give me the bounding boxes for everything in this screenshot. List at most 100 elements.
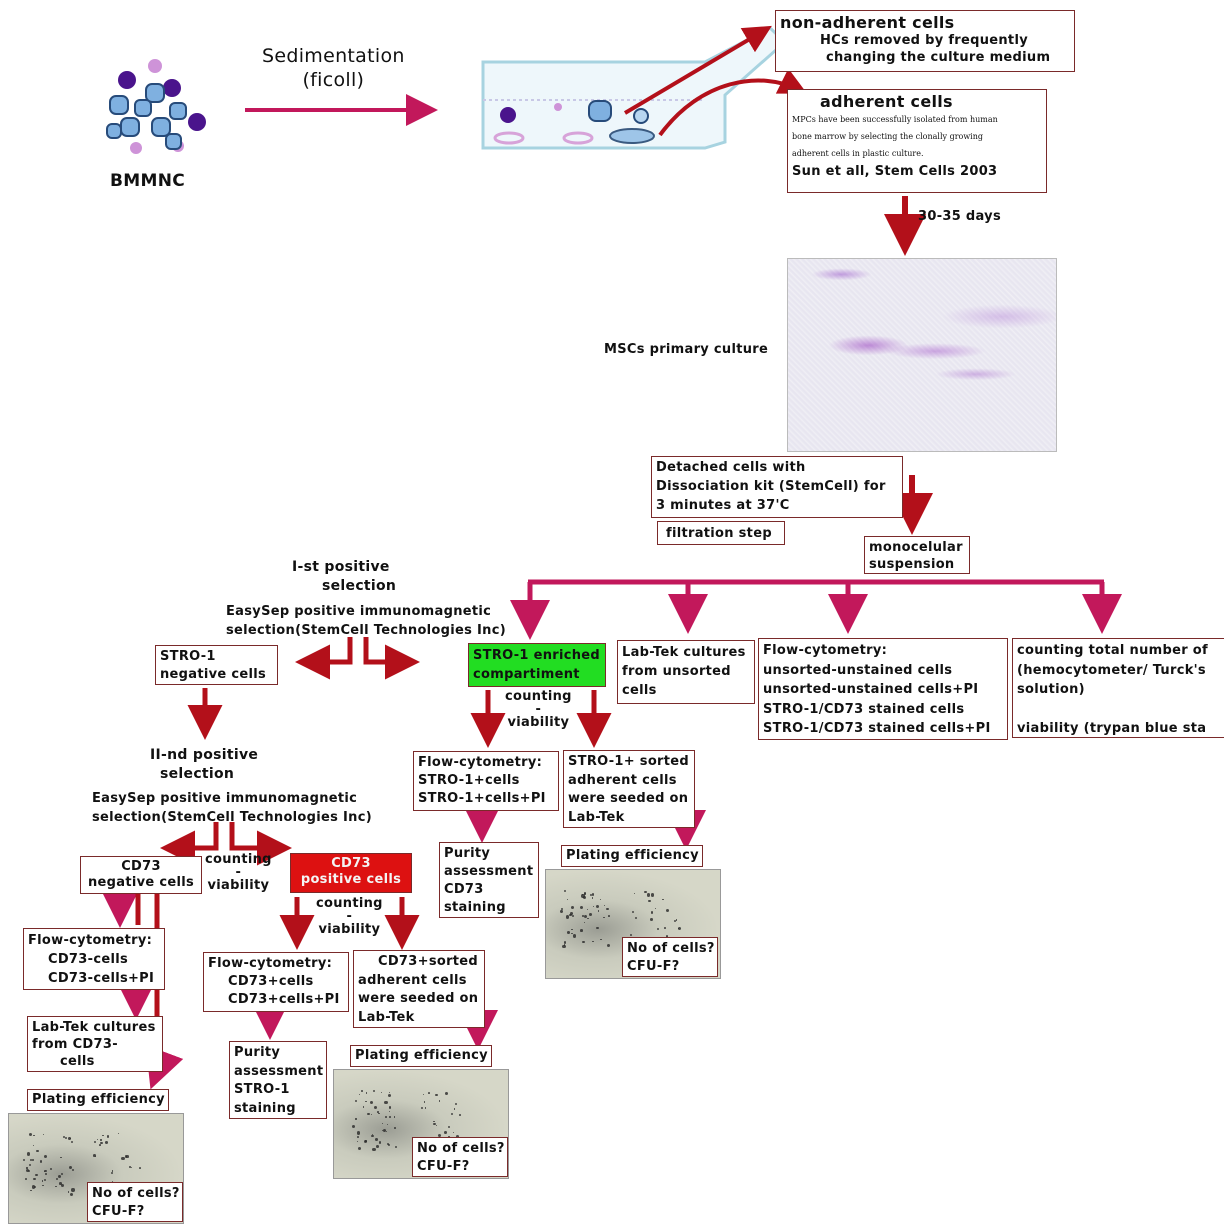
colony-dot [433,1120,435,1123]
colony-dot [365,1101,367,1103]
colony-dot [632,910,635,913]
colony-dot [583,892,586,895]
flow-cd73-positive-line-3: CD73+cells+PI [228,992,340,1007]
colony-dot [68,1137,71,1141]
flow-stro1-line-2: STRO-1+cells [418,773,520,788]
first-selection-line-1: I-st positive [292,559,390,575]
colony-dot [388,1106,391,1109]
colony-dot [27,1169,31,1173]
first-easysep-label: EasySep positive immunomagnetic selectio… [226,602,506,640]
filtration-label: filtration step [666,526,772,541]
colony-dot [580,929,583,932]
labtek-cd73-negative-box: Lab-Tek cultures from CD73- cells [27,1016,163,1072]
colony-dot [569,913,572,917]
colony-dot [453,1108,456,1110]
colony-dot [26,1152,30,1156]
colony-dot [50,1167,53,1170]
colony-dot [358,1146,362,1150]
cells-question-stro-box: No of cells? CFU-F? [622,937,718,977]
colony-dot [607,915,610,917]
labtek-cd73-negative-line-1: Lab-Tek cultures [32,1020,156,1035]
cd73-sorted-box: CD73+sorted adherent cells were seeded o… [353,950,485,1028]
colony-dot [126,1155,129,1158]
colony-dot [67,1190,70,1193]
colony-dot [107,1135,110,1138]
colony-dot [23,1158,26,1161]
colony-dot [600,898,602,900]
flow-main-line-1: Flow-cytometry: [763,643,888,658]
first-counting-line-3: viability [507,715,570,730]
colony-dot [96,1138,98,1140]
colony-dot [592,905,595,907]
cells-question-pos-line-2: CFU-F? [417,1159,470,1174]
colony-dot [373,1089,376,1093]
colony-dot [647,893,651,897]
colony-dot [100,1141,103,1145]
colony-dot [650,911,654,914]
colony-dot [590,894,593,897]
colony-dot [54,1185,57,1188]
second-counting-left-line-2: - [235,865,242,880]
monocellular-line-2: suspension [869,557,955,572]
colony-dot [676,919,678,921]
colony-dot [437,1133,441,1137]
colony-dot [100,1139,102,1141]
colony-dot [370,1100,374,1104]
colony-dot [562,944,566,949]
colony-dot [356,1141,359,1143]
colony-dot [589,912,593,916]
stro1-sorted-line-2: adherent cells [568,772,677,788]
colony-dot [377,1110,379,1113]
colony-dot [561,908,563,910]
colony-dot [26,1167,28,1169]
colony-dot [648,899,652,903]
colony-dot [386,1123,389,1126]
first-selection-title: I-st positive selection [292,558,396,596]
colony-dot [388,1115,391,1118]
colony-dot [644,890,647,894]
colony-dot [581,894,585,898]
first-easysep-line-1: EasySep positive immunomagnetic [226,604,492,619]
colony-dot [571,928,573,931]
colony-dot [357,1131,361,1135]
sedimentation-line-2: (ficoll) [302,69,365,91]
counting-total-line-1: counting total number of [1017,643,1208,658]
colony-dot [36,1149,39,1152]
second-selection-line-1: II-nd positive [150,747,259,763]
colony-dot [427,1091,430,1094]
flow-main-line-3: unsorted-unstained cells+PI [763,682,979,697]
colony-dot [35,1173,39,1177]
colony-dot [32,1159,35,1161]
colony-dot [362,1106,365,1108]
colony-dot [382,1122,384,1125]
colony-dot [424,1107,427,1109]
colony-dot [677,926,681,930]
counting-total-line-2: (hemocytometer/ Turck's [1017,662,1206,678]
flow-cd73-negative-line-2: CD73-cells [48,952,128,967]
colony-dot [607,943,611,948]
colony-dot [560,910,563,913]
stro1-sorted-line-1: STRO-1+ sorted [568,754,690,769]
colony-dot [43,1170,46,1173]
colony-dot [43,1178,47,1182]
colony-dot [382,1129,384,1131]
colony-dot [367,1112,370,1116]
colony-dot [94,1156,96,1158]
colony-dot [421,1107,424,1110]
second-counting-right-line-1: counting [316,896,383,911]
colony-dot [579,905,583,909]
colony-dot [111,1180,113,1182]
stro1-sorted-line-3: were seeded on [568,791,689,806]
plating-efficiency-pos-box: Plating efficiency [350,1045,492,1067]
colony-dot [655,907,657,909]
colony-dot [70,1140,73,1143]
purity-cd73-line-1: Purity [444,846,491,861]
cd73-positive-line-1: CD73 [331,856,371,871]
colony-dot [450,1113,453,1116]
first-easysep-line-2: selection(StemCell Technologies Inc) [226,623,506,638]
msc-culture-image [787,258,1057,452]
colony-dot [45,1172,48,1175]
stro1-enriched-box: STRO-1 enriched compartiment [468,643,606,687]
colony-dot [93,1154,97,1158]
first-counting-line-1: counting [505,689,572,704]
